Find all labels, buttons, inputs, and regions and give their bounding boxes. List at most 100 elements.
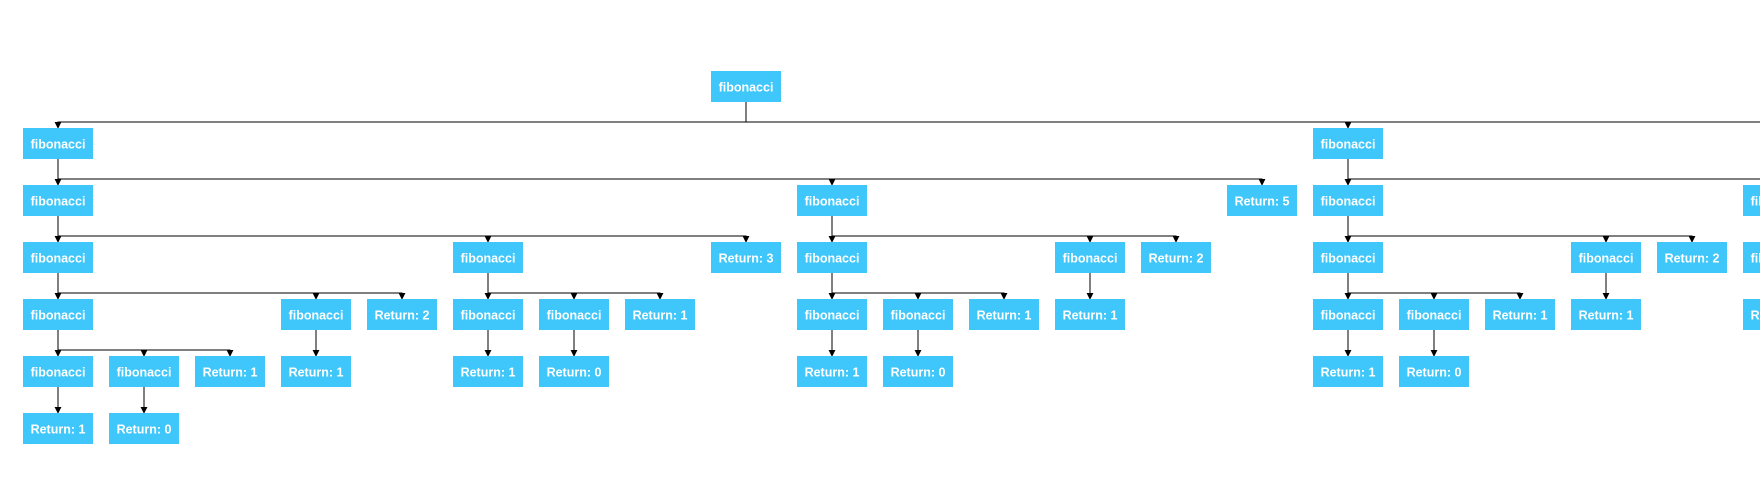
fibonacci-call-node: fibonacci [1313,299,1383,330]
node-label: Return: 0 [547,366,602,380]
node-label: fibonacci [1321,252,1376,266]
node-box [1227,185,1297,216]
call-edge-arrow [745,102,1352,129]
return-value-node: Return: 0 [1399,356,1469,387]
node-box [969,299,1039,330]
node-box [1657,242,1727,273]
node-box [883,356,953,387]
node-box [797,185,867,216]
edge-layer [54,102,1760,414]
node-label: fibonacci [31,195,86,209]
node-label: Return: 2 [1665,252,1720,266]
node-label: Return: 1 [1063,309,1118,323]
node-label: fibonacci [1321,138,1376,152]
fibonacci-call-node: fibonacci [797,242,867,273]
node-label: Return: 1 [1321,366,1376,380]
node-label: Return: 1 [633,309,688,323]
call-edge-arrow [57,159,836,186]
node-box [1313,242,1383,273]
node-label: fibonacci [1751,252,1760,266]
node-box [1055,299,1125,330]
return-value-node: Return: 1 [1571,299,1641,330]
node-label: fibonacci [461,252,516,266]
node-box [1141,242,1211,273]
return-value-node: Return: 5 [1227,185,1297,216]
call-edge-arrow [1347,273,1524,300]
node-layer: fibonacci fibonacci fibonacci fibonacci fibo… [23,71,1760,444]
node-box [23,242,93,273]
node-box [1313,356,1383,387]
fibonacci-call-node: fibonacci [797,185,867,216]
call-edge-arrow [831,216,1180,243]
node-box [1313,185,1383,216]
call-edge-arrow [1347,159,1760,180]
call-edge-arrow [1347,216,1610,243]
return-value-node: Return: 0 [109,413,179,444]
return-value-node: Return: 3 [711,242,781,273]
node-box [1743,242,1760,273]
node-label: fibonacci [31,252,86,266]
node-label: fibonacci [1407,309,1462,323]
fibonacci-call-node: fibonacci [1313,128,1383,159]
node-box [23,299,93,330]
node-box [1399,299,1469,330]
fibonacci-call-node: fibonacci [109,356,179,387]
return-value-node: Return: 1 [453,356,523,387]
return-value-node: Return: 1 [1055,299,1125,330]
return-value-node: Return: 2 [1141,242,1211,273]
return-value-node: Return: 1 [23,413,93,444]
return-value-node: Return: 1 [1743,299,1760,330]
call-edge-arrow [57,216,750,243]
return-value-node: Return: 1 [797,356,867,387]
node-label: Return: 1 [203,366,258,380]
node-box [1571,242,1641,273]
return-value-node: Return: 1 [281,356,351,387]
node-box [281,356,351,387]
call-edge-arrow [57,216,492,243]
call-edge-arrow [57,159,1266,186]
call-edge-arrow [831,273,922,300]
call-edge-arrow [831,216,1094,243]
node-box [281,299,351,330]
node-box [23,128,93,159]
call-edge-arrow [57,330,234,357]
node-box [23,185,93,216]
node-box [625,299,695,330]
node-label: fibonacci [117,366,172,380]
fibonacci-call-node: fibonacci [23,299,93,330]
fibonacci-call-node: fibonacci [23,185,93,216]
node-box [797,242,867,273]
node-label: fibonacci [461,309,516,323]
fibonacci-call-node: fibonacci [883,299,953,330]
node-box [1485,299,1555,330]
node-label: fibonacci [805,195,860,209]
return-value-node: Return: 1 [1313,356,1383,387]
fibonacci-call-node: fibonacci [1313,185,1383,216]
node-box [453,242,523,273]
node-label: Return: 1 [461,366,516,380]
node-label: fibonacci [289,309,344,323]
return-value-node: Return: 1 [969,299,1039,330]
call-edge-arrow [1347,216,1696,243]
node-label: Return: 0 [117,423,172,437]
node-label: Return: 1 [1751,309,1760,323]
call-edge-arrow [57,273,320,300]
fibonacci-call-node: fibonacci [1743,242,1760,273]
node-label: fibonacci [31,138,86,152]
fibonacci-call-node: fibonacci [1399,299,1469,330]
call-edge-arrow [54,102,747,129]
node-label: Return: 1 [289,366,344,380]
fibonacci-call-node: fibonacci [23,128,93,159]
node-box [1743,185,1760,216]
node-label: Return: 1 [31,423,86,437]
node-label: fibonacci [31,366,86,380]
node-box [711,71,781,102]
node-label: fibonacci [31,309,86,323]
return-value-node: Return: 1 [625,299,695,330]
node-label: fibonacci [1751,195,1760,209]
fibonacci-call-node: fibonacci [711,71,781,102]
node-label: Return: 2 [1149,252,1204,266]
call-edge-arrow [57,330,148,357]
node-box [195,356,265,387]
fibonacci-call-node: fibonacci [1055,242,1125,273]
